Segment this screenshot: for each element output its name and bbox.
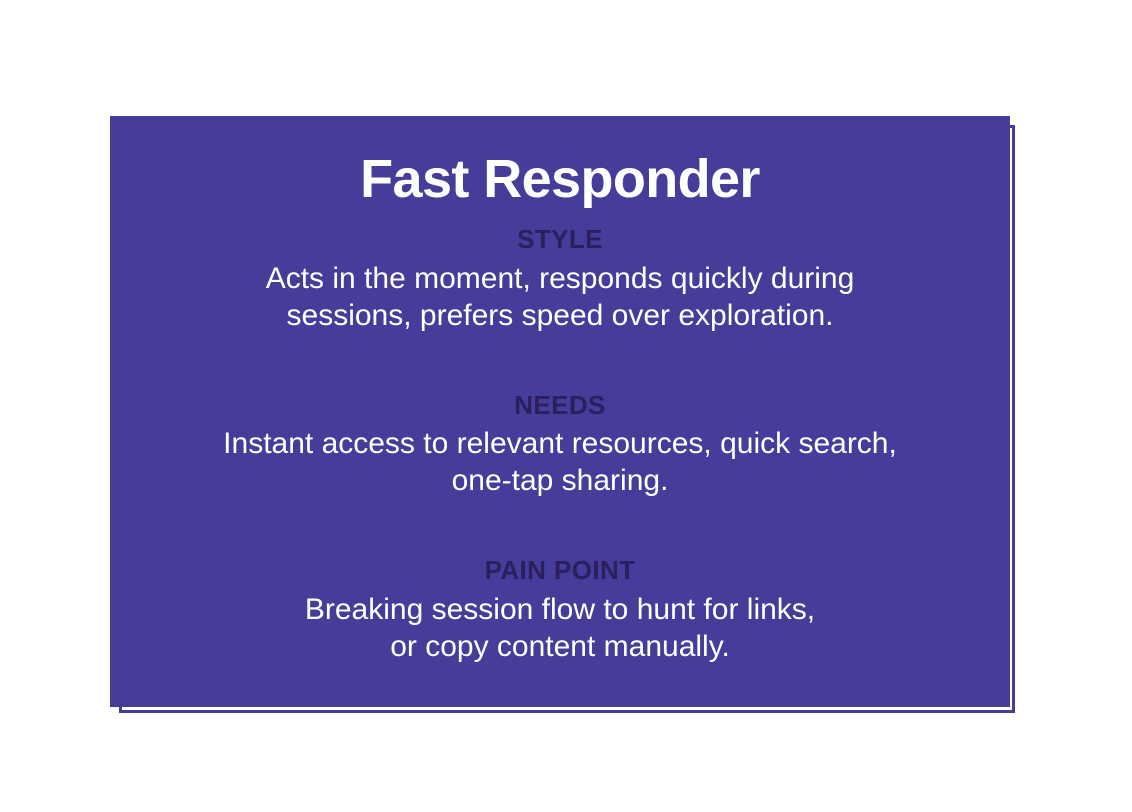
section-body-needs: Instant access to relevant resources, qu… [223, 427, 897, 498]
section-body-style: Acts in the moment, responds quickly dur… [265, 261, 855, 332]
section-body-pain-point: Breaking session flow to hunt for links,… [304, 592, 816, 663]
persona-card: Fast Responder STYLE Acts in the moment,… [110, 116, 1010, 707]
section-label-needs: NEEDS [514, 389, 606, 420]
page-title: Fast Responder [360, 149, 760, 209]
section-needs: NEEDS Instant access to relevant resourc… [158, 390, 962, 500]
section-style: STYLE Acts in the moment, responds quick… [158, 224, 962, 334]
section-label-style: STYLE [517, 224, 603, 255]
section-pain-point: PAIN POINT Breaking session flow to hunt… [158, 555, 962, 665]
section-label-pain-point: PAIN POINT [484, 555, 636, 586]
